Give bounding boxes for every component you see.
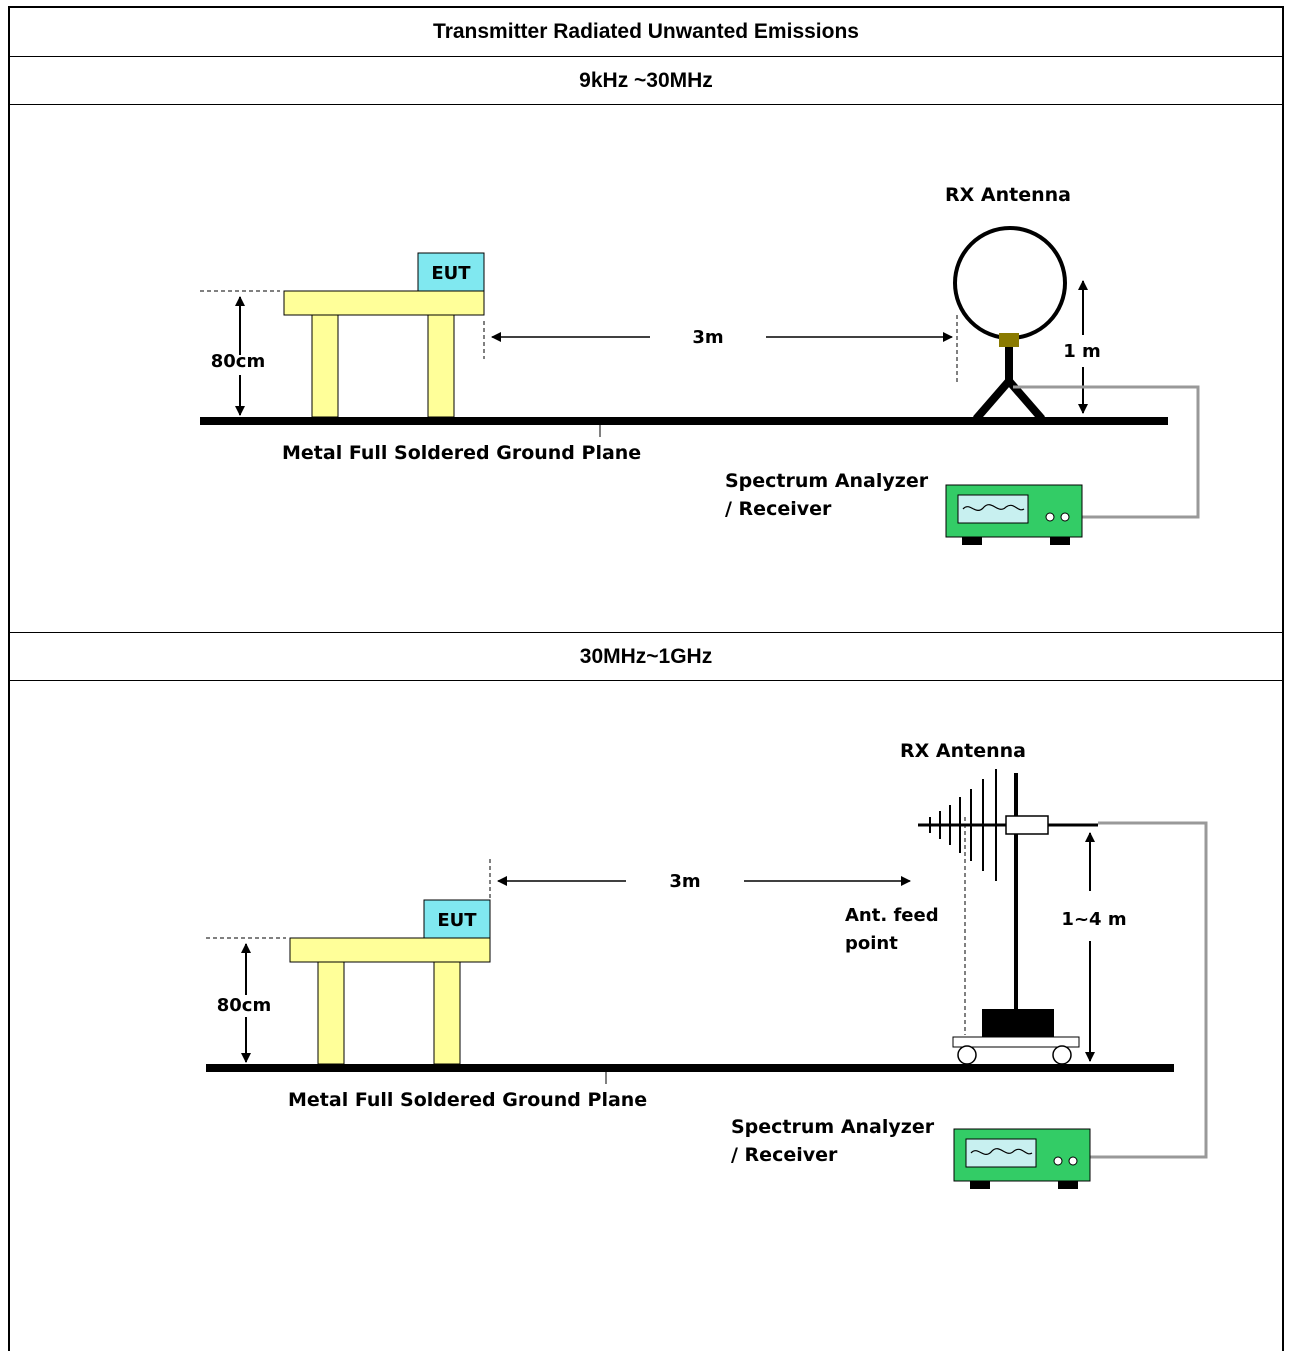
- antenna-base: [982, 1009, 1054, 1037]
- spectrum-analyzer-icon: [953, 1128, 1091, 1189]
- ground-plane-label: Metal Full Soldered Ground Plane: [288, 1089, 647, 1111]
- feed-point-label-1: Ant. feed: [845, 905, 939, 926]
- lpda-antenna-icon: [918, 769, 1010, 881]
- antenna-mount: [999, 333, 1019, 347]
- report-table: Transmitter Radiated Unwanted Emissions …: [8, 6, 1284, 1351]
- table-leg-left: [317, 961, 345, 1065]
- eut-label: EUT: [437, 910, 477, 931]
- antenna-mount: [1005, 815, 1049, 835]
- analyzer-label-1: Spectrum Analyzer: [725, 470, 929, 492]
- loop-antenna-icon: [953, 226, 1067, 340]
- cart-wheel-right: [1052, 1045, 1072, 1065]
- table-top: [289, 937, 491, 963]
- antenna-cart: [952, 1036, 1080, 1048]
- ground-plane-label: Metal Full Soldered Ground Plane: [282, 442, 641, 464]
- setup-diagram-1: Metal Full Soldered Ground Plane EUT 80c…: [10, 105, 1282, 633]
- feed-point-label-2: point: [845, 933, 898, 954]
- analyzer-label-1: Spectrum Analyzer: [731, 1116, 935, 1138]
- rf-cable: [1013, 385, 1200, 519]
- rf-cable: [1084, 821, 1208, 1159]
- eut-label: EUT: [431, 263, 471, 284]
- table-height-label: 80cm: [211, 351, 265, 372]
- antenna-leg-left: [972, 378, 1013, 422]
- rx-antenna-label: RX Antenna: [945, 184, 1071, 206]
- ground-plane: [206, 1064, 1174, 1072]
- spectrum-analyzer-icon: [945, 484, 1083, 545]
- table-title: Transmitter Radiated Unwanted Emissions: [10, 8, 1282, 57]
- table-leg-left: [311, 314, 339, 418]
- band-header-1: 9kHz ~30MHz: [10, 57, 1282, 105]
- antenna-height-label: 1~4 m: [1061, 909, 1126, 930]
- distance-label: 3m: [669, 871, 700, 892]
- table-leg-right: [433, 961, 461, 1065]
- analyzer-label-2: / Receiver: [731, 1144, 838, 1166]
- ground-plane: [200, 417, 1168, 425]
- setup-diagram-2: Metal Full Soldered Ground Plane EUT 80c…: [10, 681, 1282, 1353]
- eut-box: [417, 252, 485, 292]
- setup-diagram-1-svg: Metal Full Soldered Ground Plane EUT 80c…: [200, 184, 1200, 545]
- band-header-2: 30MHz~1GHz: [10, 633, 1282, 681]
- table-leg-right: [427, 314, 455, 418]
- analyzer-label-2: / Receiver: [725, 498, 832, 520]
- rx-antenna-label: RX Antenna: [900, 740, 1026, 762]
- cart-wheel-left: [957, 1045, 977, 1065]
- antenna-height-label: 1 m: [1063, 341, 1101, 362]
- setup-diagram-2-svg: Metal Full Soldered Ground Plane EUT 80c…: [206, 740, 1208, 1189]
- eut-box: [423, 899, 491, 939]
- table-height-label: 80cm: [217, 995, 271, 1016]
- table-top: [283, 290, 485, 316]
- distance-label: 3m: [692, 327, 723, 348]
